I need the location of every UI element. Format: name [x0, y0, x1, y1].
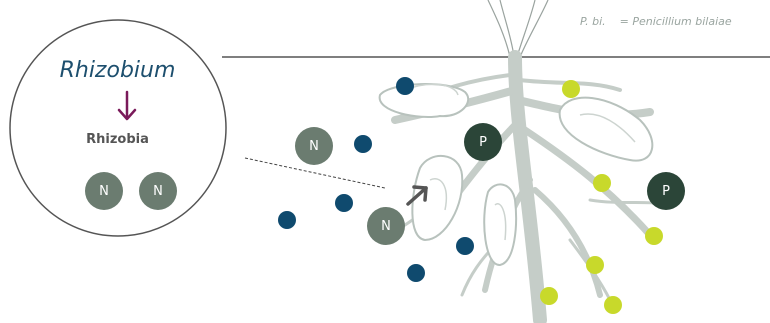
phosphorus-node: P: [647, 172, 685, 210]
nitrogen-node: N: [85, 172, 123, 210]
nodule: [411, 154, 464, 242]
dark-blue-dot: [456, 237, 474, 255]
lime-dot: [586, 256, 604, 274]
dark-blue-dot: [278, 211, 296, 229]
plant-stem: [487, 0, 549, 58]
inset-title: Rhizobium: [59, 58, 176, 83]
nodule: [558, 96, 654, 162]
inset-connector-line: [244, 157, 386, 189]
lime-dot: [540, 287, 558, 305]
nitrogen-node: N: [367, 207, 405, 245]
legend: P. bi. = Penicillium bilaiae: [580, 15, 732, 28]
nitrogen-node: N: [139, 172, 177, 210]
lime-dot: [645, 227, 663, 245]
lime-dot: [604, 296, 622, 314]
uptake-arrow-icon: [406, 185, 428, 206]
nitrogen-node: N: [295, 127, 333, 165]
down-arrow-icon: [115, 90, 139, 128]
legend-abbrev: P. bi.: [580, 15, 606, 28]
dark-blue-dot: [354, 135, 372, 153]
legend-definition: = Penicillium bilaiae: [619, 15, 732, 28]
dark-blue-dot: [335, 194, 353, 212]
phosphorus-node: P: [464, 123, 502, 161]
root-nodules: [378, 83, 654, 267]
inset-subtitle: Rhizobia: [86, 132, 149, 147]
lime-dots: [540, 80, 663, 314]
dark-blue-dot: [407, 264, 425, 282]
nodule: [378, 83, 470, 118]
phosphate-dots: [278, 77, 474, 282]
dark-blue-dot: [396, 77, 414, 95]
lime-dot: [562, 80, 580, 98]
nodule: [483, 183, 518, 267]
lime-dot: [593, 174, 611, 192]
